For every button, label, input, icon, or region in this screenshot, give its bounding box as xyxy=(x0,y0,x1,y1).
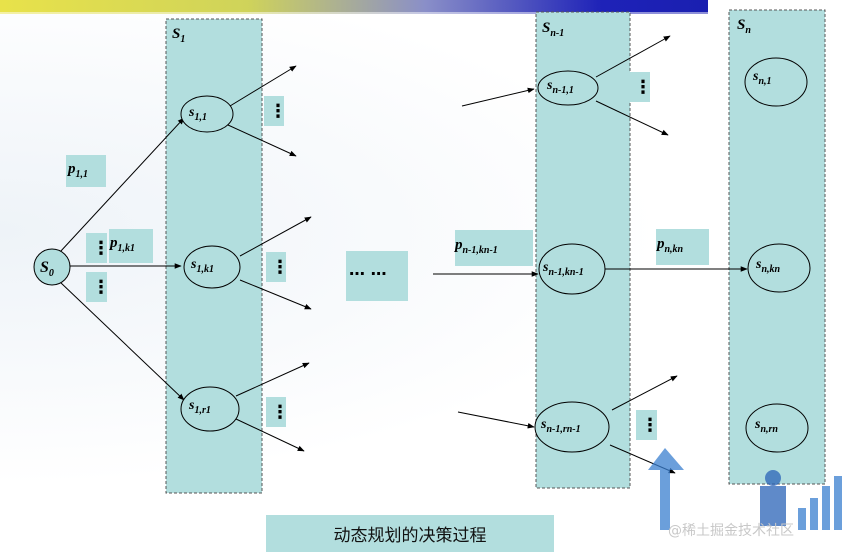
background-wash xyxy=(0,14,848,557)
dots-box-5 xyxy=(266,397,286,427)
edge-sn1r-out-up xyxy=(611,375,678,411)
node-snr: sn,rn xyxy=(745,403,809,453)
edge-sn11-out-down xyxy=(595,100,669,136)
node-sn1k: sn-1,kn-1 xyxy=(538,243,606,295)
node-sn1: sn,1 xyxy=(744,57,808,107)
vertical-dots-3: ⋮ xyxy=(269,101,287,122)
dots-box-4 xyxy=(266,252,286,282)
edge-s1k-out-down xyxy=(239,279,312,310)
node-sn1r: sn-1,rn-1 xyxy=(534,401,610,453)
ellipsis-box xyxy=(346,251,408,301)
decorative-figure xyxy=(648,448,842,530)
edge-sn11-out-up xyxy=(595,35,671,78)
node-snk: sn,kn xyxy=(747,243,811,293)
edge-label-box-pn1k xyxy=(455,230,533,266)
svg-text:sn-1,kn-1: sn-1,kn-1 xyxy=(542,260,584,278)
vertical-dots-4: ⋮ xyxy=(271,257,289,278)
edge-in-sn11 xyxy=(461,87,535,107)
edge-label-p11: p1,1 xyxy=(66,161,88,180)
stage-title-sn-1: Sn-1 xyxy=(542,20,564,39)
edge-label-pn1k: pn-1,kn-1 xyxy=(453,237,498,256)
stage-title-s1: S1 xyxy=(172,26,185,45)
svg-text:sn,rn: sn,rn xyxy=(754,417,778,435)
svg-text:sn-1,1: sn-1,1 xyxy=(546,78,574,96)
edge-label-box-p1k xyxy=(109,229,153,263)
edge-s0-s11 xyxy=(59,117,185,253)
node-s1k: s1,k1 xyxy=(183,245,241,289)
edge-s1r-out-down xyxy=(235,418,305,452)
diagram-caption: 动态规划的决策过程 xyxy=(266,515,554,552)
vertical-dots-5: ⋮ xyxy=(271,402,289,423)
svg-text:s1,k1: s1,k1 xyxy=(190,257,214,275)
vertical-dots-7: ⋮ xyxy=(641,415,659,436)
top-bar-stripe xyxy=(0,12,708,14)
watermark: @稀土掘金技术社区 xyxy=(668,523,794,539)
svg-text:s1,1: s1,1 xyxy=(188,105,207,123)
vertical-dots-2: ⋮ xyxy=(92,277,110,298)
edge-label-box-pnk xyxy=(656,229,709,265)
stage-title-sn: Sn xyxy=(737,17,751,36)
svg-text:s1,r1: s1,r1 xyxy=(188,398,211,416)
edge-s11-out-up xyxy=(229,65,297,107)
stage-ellipsis: … … xyxy=(349,260,387,279)
dots-box-3 xyxy=(264,96,284,126)
node-s0: S0 xyxy=(33,248,71,286)
edge-s0-s1r xyxy=(59,281,185,401)
edge-s11-out-down xyxy=(227,124,297,157)
dots-box-7 xyxy=(636,410,657,440)
svg-text:sn,1: sn,1 xyxy=(752,69,772,87)
svg-text:sn,kn: sn,kn xyxy=(755,257,781,275)
edge-label-box-p11 xyxy=(66,155,106,187)
dots-box-6 xyxy=(629,72,650,102)
vertical-dots-6: ⋮ xyxy=(634,77,652,98)
node-s1r: s1,r1 xyxy=(180,386,240,432)
edge-label-pnk: pn,kn xyxy=(655,236,684,255)
node-s11: s1,1 xyxy=(180,95,234,133)
edge-in-sn1r xyxy=(457,411,535,429)
dots-box-1 xyxy=(86,233,107,263)
vertical-dots-1: ⋮ xyxy=(92,238,110,259)
dots-box-2 xyxy=(86,272,107,302)
edge-s1k-out-up xyxy=(239,216,312,257)
node-sn11: sn-1,1 xyxy=(537,70,599,106)
edge-s1r-out-up xyxy=(235,362,310,397)
edge-label-p1k: p1,k1 xyxy=(108,235,135,254)
svg-text:S0: S0 xyxy=(40,259,54,279)
top-gradient-bar xyxy=(0,0,708,14)
svg-text:sn-1,rn-1: sn-1,rn-1 xyxy=(540,417,581,435)
